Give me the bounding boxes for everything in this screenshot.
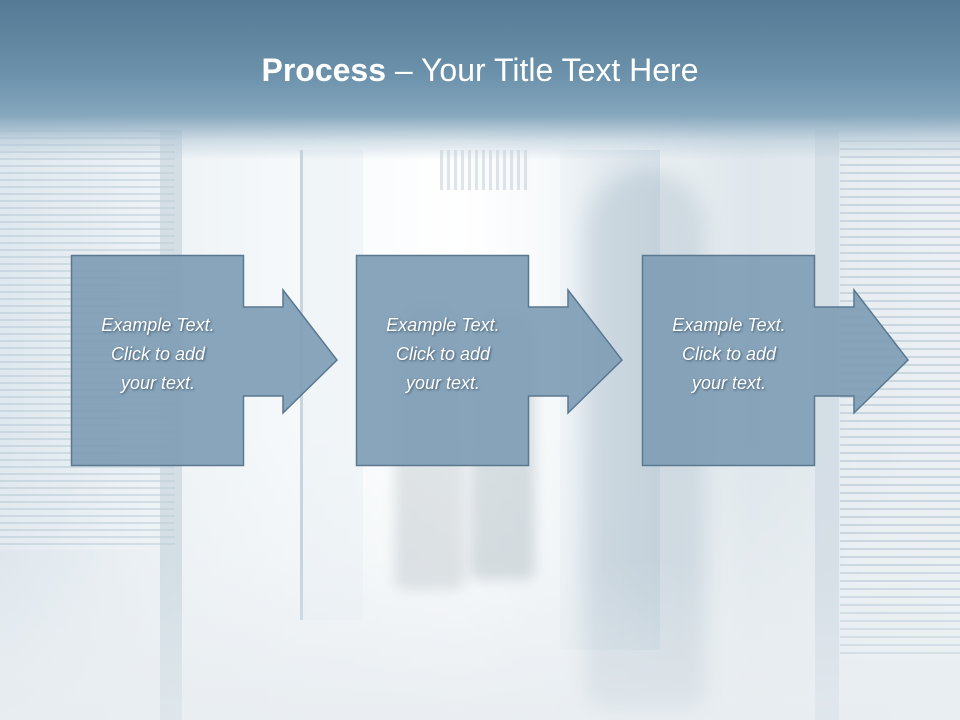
process-step-text[interactable]: Example Text. Click to add your text. <box>73 311 243 398</box>
process-step-text[interactable]: Example Text. Click to add your text. <box>358 311 528 398</box>
step-text-line: Example Text. <box>386 315 500 335</box>
step-text-line: Example Text. <box>101 315 215 335</box>
step-text-line: Example Text. <box>672 315 786 335</box>
arrow-callout-shape <box>355 254 624 467</box>
title-rest: – Your Title Text Here <box>386 52 699 88</box>
step-text-line: your text. <box>405 373 481 393</box>
process-step-2[interactable]: Example Text. Click to add your text. <box>355 254 628 467</box>
arrow-callout-shape <box>641 254 910 467</box>
step-text-line: your text. <box>691 373 767 393</box>
process-step-3[interactable]: Example Text. Click to add your text. <box>641 254 914 467</box>
slide-title[interactable]: Process – Your Title Text Here <box>0 52 960 89</box>
step-text-line: your text. <box>120 373 196 393</box>
step-text-line: Click to add <box>110 344 206 364</box>
arrow-callout-shape <box>70 254 339 467</box>
title-bold: Process <box>261 52 387 88</box>
process-step-1[interactable]: Example Text. Click to add your text. <box>70 254 343 467</box>
process-step-text[interactable]: Example Text. Click to add your text. <box>644 311 814 398</box>
title-band <box>0 0 960 160</box>
step-text-line: Click to add <box>681 344 777 364</box>
step-text-line: Click to add <box>395 344 491 364</box>
background-floor <box>0 560 960 720</box>
